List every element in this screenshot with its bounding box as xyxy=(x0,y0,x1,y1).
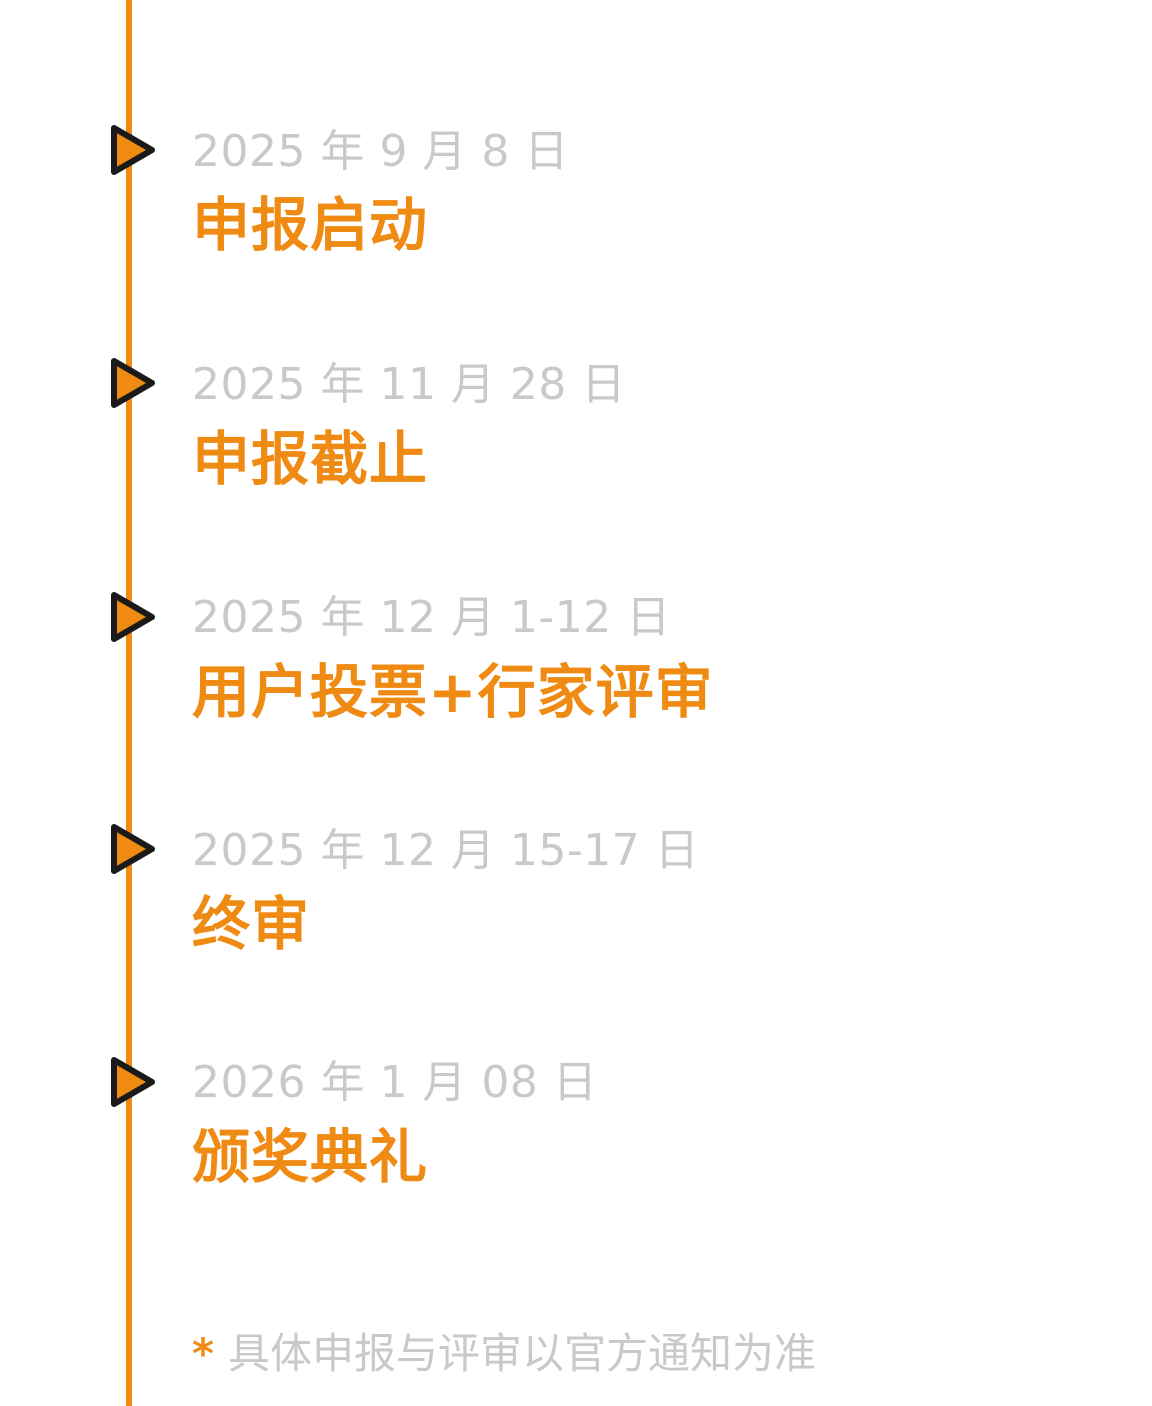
footnote-asterisk: * xyxy=(192,1329,214,1378)
timeline-date: 2025 年 11 月 28 日 xyxy=(192,359,626,410)
timeline-title: 颁奖典礼 xyxy=(192,1123,429,1191)
timeline-title: 终审 xyxy=(192,890,311,958)
play-triangle-icon xyxy=(104,1054,160,1110)
timeline-title: 申报截止 xyxy=(192,425,429,493)
timeline-title: 用户投票+行家评审 xyxy=(192,658,714,726)
footnote-text: 具体申报与评审以官方通知为准 xyxy=(227,1329,816,1378)
timeline-date: 2025 年 9 月 8 日 xyxy=(192,126,569,177)
timeline-date: 2026 年 1 月 08 日 xyxy=(192,1057,598,1108)
play-triangle-icon xyxy=(104,821,160,877)
play-triangle-icon xyxy=(104,355,160,411)
timeline-date: 2025 年 12 月 15-17 日 xyxy=(192,825,700,876)
timeline-title: 申报启动 xyxy=(192,191,429,259)
play-triangle-icon xyxy=(104,122,160,178)
play-triangle-icon xyxy=(104,589,160,645)
timeline-date: 2025 年 12 月 1-12 日 xyxy=(192,592,671,643)
timeline-line xyxy=(126,0,132,1406)
footnote: * 具体申报与评审以官方通知为准 xyxy=(192,1328,816,1380)
